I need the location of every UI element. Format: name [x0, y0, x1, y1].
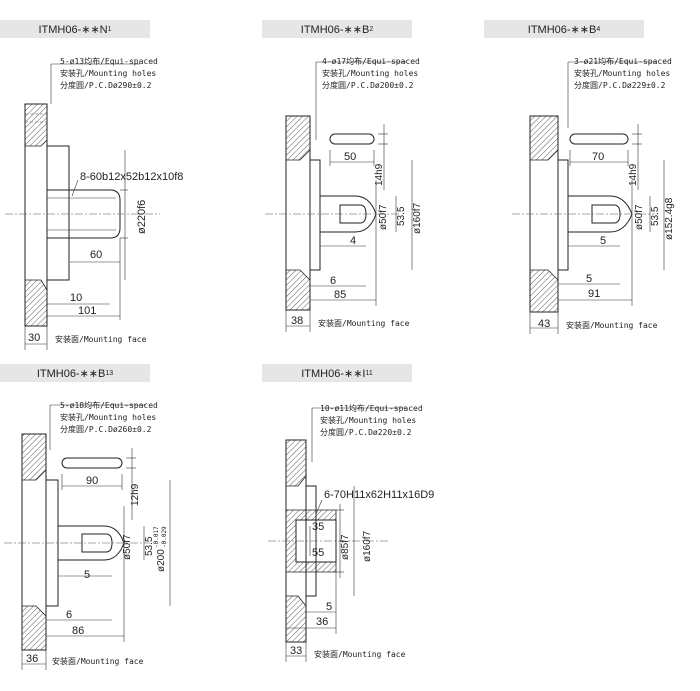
n1-dim-60: 60 [90, 249, 102, 261]
b4-dim-53_5: 53.5 [650, 206, 661, 226]
title-main: ITMH06-∗∗N [38, 23, 108, 36]
n1-spline: 8-60b12x52b12x10f8 [80, 171, 183, 183]
b2-dim-50f7: ø50f7 [378, 204, 389, 230]
b2-dim-53_5: 53.5 [396, 206, 407, 226]
b13-tol-lower: -0.029 [161, 526, 168, 548]
panel-n1-drawing [5, 63, 160, 350]
b13-tol-upper: -0.017 [153, 526, 160, 548]
b13-dim-36: 36 [26, 653, 38, 665]
i11-dim-55: 55 [312, 547, 324, 559]
b4-note-holes: 3-ø21均布/Equi-spaced [574, 56, 672, 66]
b2-mount-face: 安装面/Mounting face [318, 318, 410, 328]
b2-note-mount: 安装孔/Mounting holes [322, 68, 418, 78]
n1-dim-dia: ø220f6 [136, 200, 148, 234]
n1-flange-bottom [24, 279, 48, 327]
b13-note-mount: 安装孔/Mounting holes [60, 412, 156, 422]
i11-dim-33: 33 [290, 645, 302, 657]
title-sub: 2 [369, 25, 374, 33]
title-main: ITMH06-∗∗I [301, 367, 366, 380]
b4-dim-5b: 5 [586, 273, 592, 285]
i11-dim-85f7: ø85f7 [340, 534, 351, 560]
n1-note-pcd: 分度圆/P.C.Dø290±0.2 [60, 80, 152, 90]
b4-dim-91: 91 [588, 288, 600, 300]
title-main: ITMH06-∗∗B [527, 23, 597, 36]
b4-dim-43: 43 [538, 318, 550, 330]
b2-dim-38: 38 [291, 315, 303, 327]
i11-note-holes: 10-ø11均布/Equi-spaced [320, 403, 423, 413]
b13-dim-12h9: 12h9 [130, 483, 141, 506]
i11-note-mount: 安装孔/Mounting holes [320, 415, 416, 425]
i11-note-pcd: 分度圆/P.C.Dø220±0.2 [320, 427, 412, 437]
n1-dim-101: 101 [78, 305, 96, 317]
b2-dim-14h9: 14h9 [374, 163, 385, 186]
title-sub: 11 [365, 369, 373, 377]
i11-dim-35: 35 [312, 521, 324, 533]
n1-dim-10: 10 [70, 292, 82, 304]
b2-dim-6: 6 [330, 275, 336, 287]
b4-note-mount: 安装孔/Mounting holes [574, 68, 670, 78]
b13-dim-90: 90 [86, 475, 98, 487]
b4-dim-50f7: ø50f7 [634, 204, 645, 230]
b13-dim-6: 6 [66, 609, 72, 621]
b2-dim-85: 85 [334, 289, 346, 301]
n1-hub [46, 145, 70, 281]
b13-dim-50f7: ø50f7 [122, 534, 133, 560]
n1-mount-face: 安装面/Mounting face [55, 334, 147, 344]
title-main: ITMH06-∗∗B [36, 367, 106, 380]
b13-dim-5: 5 [84, 569, 90, 581]
b13-dim-53_5: 53.5 [144, 536, 155, 556]
b4-dim-152g8: ø152.4g8 [664, 197, 675, 240]
n1-flange-top [24, 103, 48, 147]
n1-note-mount: 安装孔/Mounting holes [60, 68, 156, 78]
b4-dim-5a: 5 [600, 235, 606, 247]
b2-note-holes: 4-ø17均布/Equi-spaced [322, 56, 420, 66]
title-sub: 13 [105, 369, 114, 377]
b2-dim-160f7: ø160f7 [412, 202, 423, 234]
i11-mount-face: 安装面/Mounting face [314, 649, 406, 659]
n1-dim-30: 30 [28, 332, 40, 344]
i11-dim-36: 36 [316, 616, 328, 628]
i11-dim-160f7: ø160f7 [362, 530, 373, 562]
b4-dim-70: 70 [592, 151, 604, 163]
b2-dim-4: 4 [350, 235, 356, 247]
b2-dim-50: 50 [344, 151, 356, 163]
n1-note-holes: 5-ø13均布/Equi-spaced [60, 56, 158, 66]
i11-dim-5: 5 [326, 601, 332, 613]
b13-note-holes: 5-ø18均布/Equi-spaced [60, 400, 158, 410]
panel-b4-drawing [512, 61, 665, 334]
panel-i11-drawing [268, 407, 406, 662]
b13-dim-86: 86 [72, 625, 84, 637]
b2-note-pcd: 分度圆/P.C.Dø200±0.2 [322, 80, 414, 90]
b4-dim-14h9: 14h9 [628, 163, 639, 186]
b4-mount-face: 安装面/Mounting face [566, 320, 658, 330]
b4-note-pcd: 分度圆/P.C.Dø229±0.2 [574, 80, 666, 90]
panel-b13-drawing [4, 404, 171, 670]
panel-b2-drawing [265, 61, 413, 332]
b13-note-pcd: 分度圆/P.C.Dø260±0.2 [60, 424, 152, 434]
title-sub: 4 [596, 25, 601, 33]
title-main: ITMH06-∗∗B [300, 23, 370, 36]
i11-spline: 6-70H11x62H11x16D9 [324, 489, 434, 501]
title-sub: 1 [107, 25, 112, 33]
b13-mount-face: 安装面/Mounting face [52, 656, 144, 666]
b13-dim-200: ø200 [156, 549, 167, 572]
